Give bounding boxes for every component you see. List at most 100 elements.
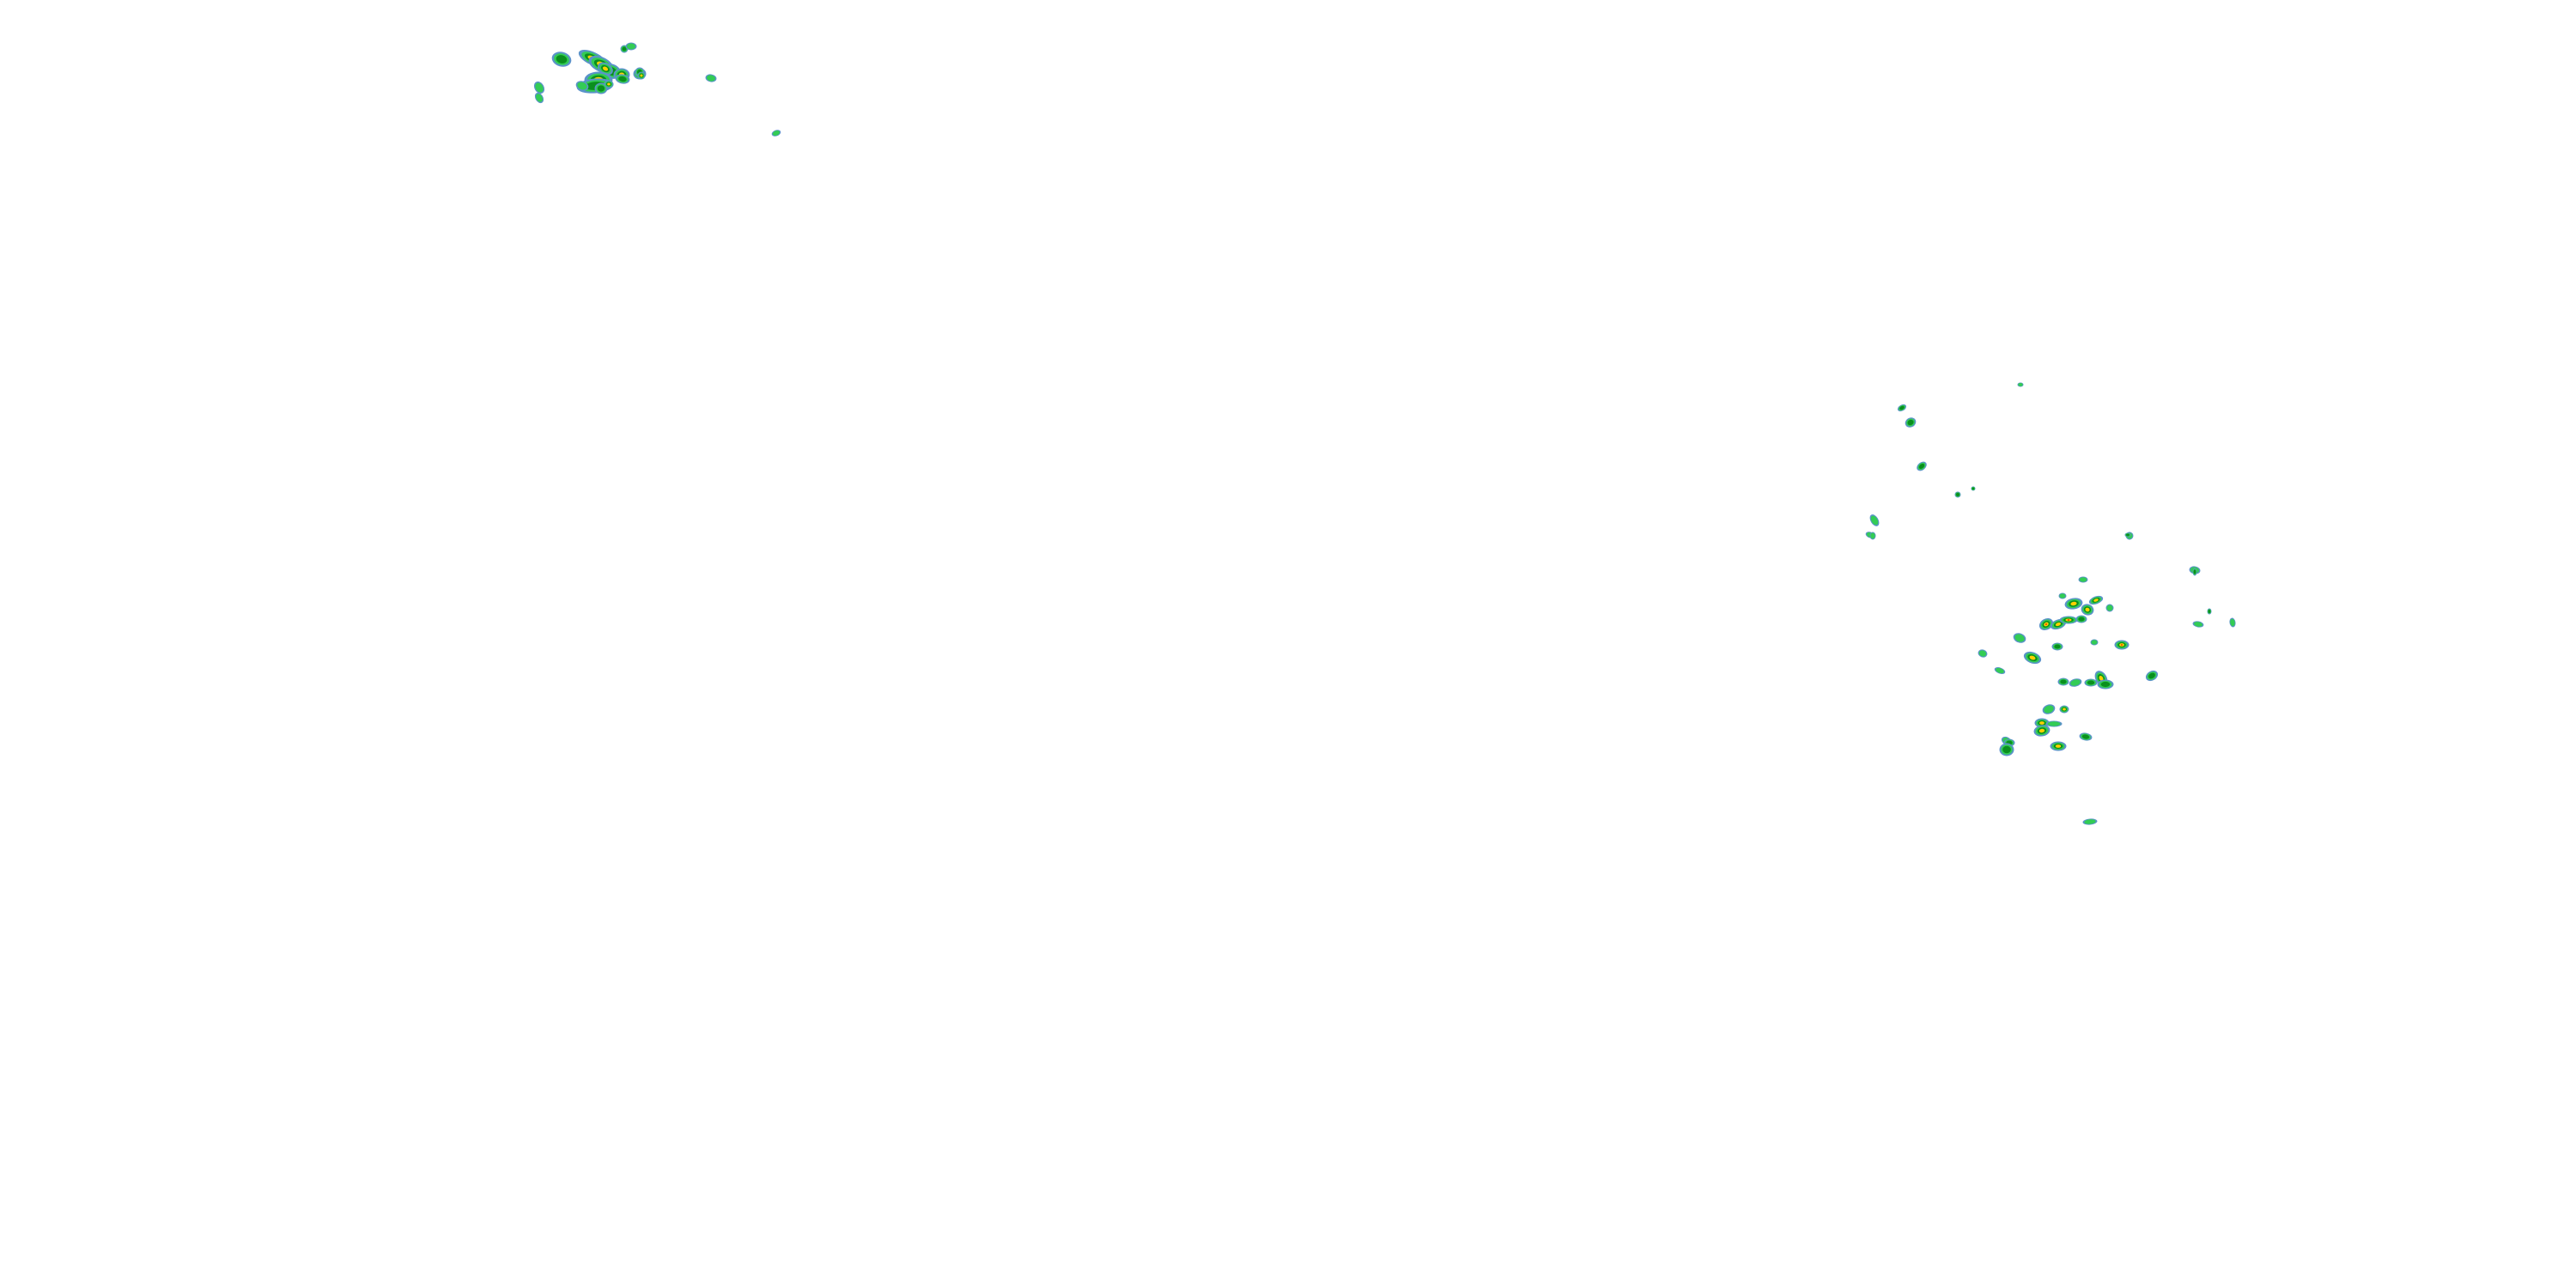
radar-echo [2090, 639, 2099, 646]
radar-echo-band [2230, 618, 2235, 627]
radar-echo [2114, 640, 2129, 650]
radar-echo [534, 92, 544, 104]
radar-echo-band [2029, 655, 2036, 660]
radar-echo-band [1918, 463, 1925, 470]
radar-echo [2059, 705, 2069, 714]
radar-echo-band [2047, 721, 2061, 726]
radar-echo-band [2039, 721, 2044, 725]
radar-echo-band [577, 82, 587, 90]
radar-echo [551, 52, 572, 67]
radar-echo-band [2148, 672, 2155, 679]
radar-echo-band [2100, 681, 2111, 688]
radar-echo-band [2059, 593, 2066, 598]
radar-echo [2105, 604, 2114, 612]
radar-echo [2057, 677, 2069, 686]
radar-echo-band [2106, 605, 2113, 611]
radar-echo [2069, 678, 2082, 687]
radar-echo-band [2055, 744, 2062, 748]
radar-echo [2075, 615, 2087, 623]
radar-echo [2124, 532, 2131, 538]
radar-echo-band [2084, 819, 2096, 824]
radar-echo-band [1956, 493, 1959, 496]
radar-echo [1954, 491, 1961, 498]
radar-echo [1978, 649, 1988, 658]
radar-echo [594, 82, 608, 94]
radar-echo-band [2060, 679, 2067, 684]
radar-echo [771, 130, 781, 137]
storm-cluster-east [1865, 382, 2236, 825]
radar-echo-band [536, 94, 543, 102]
radar-echo-band [2087, 680, 2095, 685]
radar-echo-band [622, 46, 627, 52]
radar-echo [1869, 514, 1880, 526]
radar-echo-band [597, 85, 605, 92]
radar-echo-band [640, 74, 643, 77]
radar-echo [1971, 486, 1976, 491]
radar-echo-band [2081, 734, 2090, 739]
storm-cluster-northwest [533, 42, 781, 137]
radar-echo [1905, 417, 1917, 428]
radar-echo-band [706, 75, 716, 82]
radar-echo [2192, 621, 2204, 628]
radar-echo [2064, 598, 2083, 610]
radar-echo [2097, 679, 2114, 690]
radar-echo [2145, 670, 2159, 682]
radar-echo-band [607, 82, 611, 86]
radar-echo-band [556, 55, 568, 64]
radar-echo-band [2014, 634, 2025, 642]
radar-echo [2079, 732, 2093, 741]
radar-echo-band [2120, 644, 2123, 646]
radar-echo [1994, 667, 2006, 674]
radar-echo-band [2193, 622, 2203, 627]
radar-echo-band [2193, 569, 2196, 574]
radar-echo [2084, 678, 2098, 687]
radar-echo-band [618, 76, 627, 82]
radar-echo [615, 74, 630, 84]
radar-echo [533, 81, 545, 94]
radar-echo-band [2063, 708, 2066, 711]
radar-echo-band [2091, 640, 2098, 645]
radar-echo-band [2045, 623, 2047, 625]
radar-echo-band [2055, 622, 2062, 627]
radar-echo [2058, 592, 2067, 599]
radar-echo-band [2078, 617, 2085, 622]
radar-echo [598, 62, 613, 76]
radar-echo-band [1870, 532, 1875, 539]
radar-echo-band [1996, 667, 2004, 674]
radar-echo [2045, 720, 2063, 727]
radar-echo-band [1899, 405, 1905, 410]
radar-echo-band [2038, 728, 2045, 733]
radar-echo-band [1870, 515, 1879, 526]
radar-echo-band [2002, 745, 2011, 754]
radar-echo [2229, 617, 2236, 628]
radar-echo [2081, 604, 2094, 616]
radar-echo-band [1978, 650, 1987, 657]
radar-echo [2059, 616, 2078, 624]
radar-echo-band [2208, 610, 2211, 613]
radar-echo-band [2079, 577, 2087, 582]
radar-echo [604, 80, 614, 88]
radar-echo [2050, 741, 2067, 751]
radar-echo-band [626, 43, 636, 50]
radar-echo [1917, 461, 1927, 471]
radar-echo [2078, 576, 2088, 583]
radar-echo [1897, 404, 1907, 412]
radar-echo-band [2070, 601, 2077, 606]
radar-echo [2023, 651, 2042, 665]
radar-echo [2192, 568, 2197, 576]
radar-echo [637, 71, 646, 80]
radar-echo-band [2067, 619, 2070, 621]
radar-echo [2088, 595, 2104, 605]
radar-echo-band [2093, 598, 2099, 602]
radar-echo [2013, 633, 2026, 643]
radar-echo [2034, 718, 2050, 728]
radar-echo-band [602, 66, 609, 71]
radar-echo-band [2044, 705, 2054, 714]
radar-echo-band [2126, 533, 2129, 537]
radar-echo-band [2018, 383, 2023, 386]
radar-echo-band [2054, 644, 2061, 649]
radar-echo-band [1971, 487, 1975, 490]
radar-echo [575, 81, 589, 91]
radar-echo [1999, 743, 2014, 756]
